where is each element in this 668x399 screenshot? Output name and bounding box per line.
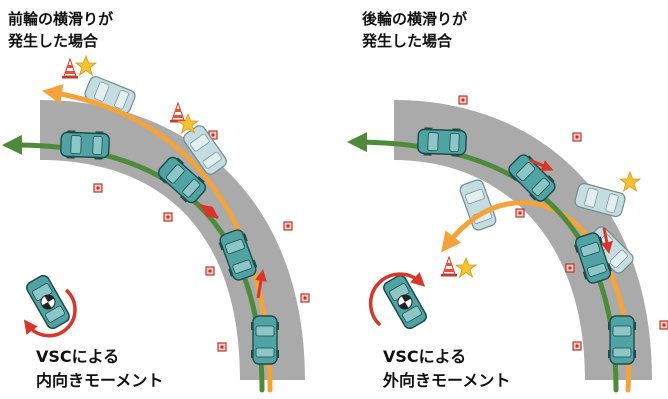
left-panel [2,55,310,393]
right-caption-line-1: VSCによる [383,347,467,366]
road [40,100,305,380]
car [607,315,637,365]
red-moment-arrows [199,203,267,299]
spark-icon [619,171,641,192]
left-heading-line-1: 前輪の横滑りが [8,10,114,28]
cone-icon [61,58,79,79]
cone-icon [169,102,187,123]
vsc-outward-icon [380,272,430,332]
road [394,100,652,380]
left-caption: VSCによる 内向きモーメント [36,345,163,393]
right-panel [347,95,668,393]
car [250,315,280,365]
left-heading: 前輪の横滑りが 発生した場合 [8,8,113,52]
red-moment-arrows [529,158,613,254]
car [416,126,468,158]
rotation-arrow-icon [23,288,77,338]
vsc-inward-icon [23,272,73,332]
right-caption: VSCによる 外向きモーメント [383,345,510,393]
car [59,129,111,161]
left-caption-line-1: VSCによる [36,347,120,366]
spark-icon [455,257,477,278]
spark-icon [75,55,97,76]
cone-icon [440,256,458,277]
right-heading-line-1: 後輪の横滑りが [362,10,468,28]
right-heading: 後輪の横滑りが 発生した場合 [362,8,467,52]
right-heading-line-2: 発生した場合 [362,32,453,50]
left-caption-line-2: 内向きモーメント [36,371,164,390]
rotation-arrow-icon [368,272,426,327]
right-caption-line-2: 外向きモーメント [383,371,511,390]
left-heading-line-2: 発生した場合 [8,32,99,50]
